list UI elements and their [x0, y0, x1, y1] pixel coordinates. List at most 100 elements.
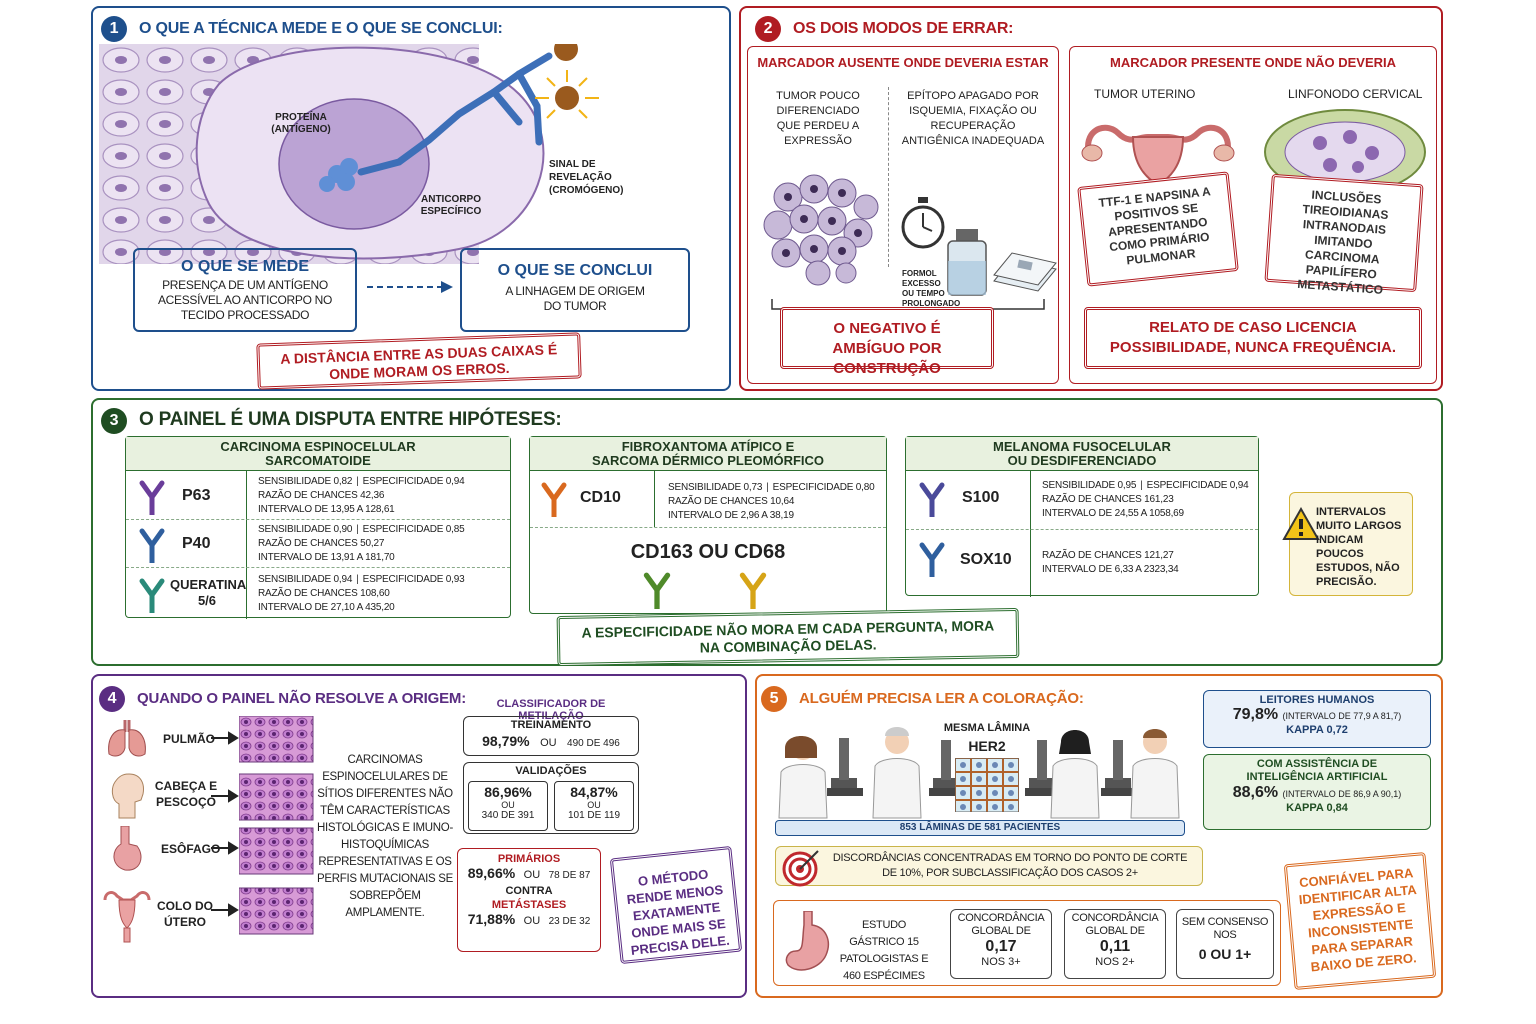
interval: INTERVALO DE 13,95 A 128,61: [258, 504, 395, 515]
stat-line: SENSIBILIDADE 0,94|ESPECIFICIDADE 0,93: [258, 573, 508, 587]
absent-cause-b: EPÍTOPO APAGADO POR ISQUEMIA, FIXAÇÃO OU…: [901, 90, 1045, 147]
discordance-text: DISCORDÂNCIAS CONCENTRADAS EM TORNO DO P…: [832, 852, 1188, 879]
marker-name: p40: [182, 535, 211, 552]
card-melanoma: MELANOMA FUSOCELULAR OU DESDIFERENCIADO …: [905, 436, 1260, 597]
row-divider: [530, 527, 886, 528]
warning-text: INTERVALOS MUITO LARGOS INDICAM POUCOS E…: [1316, 506, 1402, 588]
marker-cd163-cd68: CD163 OU CD68: [630, 541, 786, 563]
met-n: 23 DE 32: [548, 916, 591, 927]
sens: SENSIBILIDADE 0,82: [258, 476, 353, 487]
sens: SENSIBILIDADE 0,90: [258, 524, 353, 535]
spec: ESPECIFICIDADE 0,85: [362, 524, 465, 535]
sens: SENSIBILIDADE 0,94: [258, 574, 353, 585]
slides-icon: [993, 252, 1057, 292]
uterus-icon: [1081, 124, 1235, 187]
interval: INTERVALO DE 27,10 A 435,20: [258, 602, 395, 613]
box-conclude-title: O QUE SE CONCLUI: [497, 262, 653, 279]
subpanel-present: MARCADOR PRESENTE ONDE NÃO DEVERIA TUMOR…: [1069, 46, 1437, 384]
box-concordance-3plus: CONCORDÂNCIA GLOBAL DE 0,17 NOS 3+: [950, 909, 1052, 979]
val2-n: 101 DE 119: [567, 810, 621, 821]
val2: 84,87%: [570, 784, 618, 800]
ai-line: 88,6% (INTERVALO DE 86,9 A 90,1): [1204, 784, 1430, 802]
human-line: 79,8% (INTERVALO DE 77,9 A 81,7): [1204, 706, 1430, 724]
label-cervical-node: LINFONODO CERVICAL: [1288, 87, 1423, 101]
antibody-icon: [643, 572, 671, 609]
formol-bottle-icon: [947, 229, 987, 296]
panel-4-number: 4: [99, 686, 125, 712]
marker-row: p40 SENSIBILIDADE 0,90|ESPECIFICIDADE 0,…: [126, 521, 512, 567]
divider: [888, 87, 889, 267]
contra: CONTRA: [505, 885, 553, 897]
training-title: TREINAMENTO: [510, 719, 592, 731]
human-val: 79,8%: [1232, 706, 1279, 723]
card-fibro-title: FIBROXANTOMA ATÍPICO E SARCOMA DÉRMICO P…: [530, 437, 886, 471]
panel-5-title-text: ALGUÉM PRECISA LER A COLORAÇÃO:: [799, 690, 1084, 707]
panel-5-number: 5: [761, 686, 787, 712]
microscope-icon: [1101, 740, 1137, 796]
antibody-icon: [139, 578, 165, 613]
sens: SENSIBILIDADE 0,95: [1042, 480, 1137, 491]
validation-title: VALIDAÇÕES: [515, 765, 587, 777]
marker-name: p63: [182, 487, 211, 504]
human-title: LEITORES HUMANOS: [1259, 694, 1375, 706]
ai-val: 88,6%: [1232, 784, 1279, 801]
subpanel-present-title: MARCADOR PRESENTE ONDE NÃO DEVERIA: [1109, 55, 1397, 70]
sep: |: [356, 476, 359, 487]
card-fibro-divider: [654, 471, 655, 527]
person-icon: [1050, 730, 1100, 819]
interval: INTERVALO DE 13,91 A 181,70: [258, 552, 395, 563]
formol-label: FORMOL EXCESSO OU TEMPO PROLONGADO: [902, 269, 961, 308]
cd10-stats: SENSIBILIDADE 0,73|ESPECIFICIDADE 0,80 R…: [668, 481, 888, 523]
panel-5-title: 5 ALGUÉM PRECISA LER A COLORAÇÃO:: [761, 686, 1084, 712]
conc2-sub: NOS 2+: [1095, 956, 1135, 968]
her2-label: HER2: [968, 738, 1006, 754]
absent-cause-a: TUMOR POUCO DIFERENCIADO QUE PERDEU A EX…: [776, 90, 860, 147]
panel-2-title-text: OS DOIS MODOS DE ERRAR:: [793, 20, 1014, 37]
odds: RAZÃO DE CHANCES 50,27: [258, 538, 385, 549]
ai-ci: (INTERVALO DE 86,9 A 90,1): [1282, 789, 1402, 799]
val2-ou: OU: [587, 800, 601, 810]
ai-title: COM ASSISTÊNCIA DE INTELIGÊNCIA ARTIFICI…: [1246, 758, 1388, 783]
human-ci: (INTERVALO DE 77,9 A 81,7): [1282, 711, 1402, 721]
label-protein: PROTEÍNA (ANTÍGENO): [271, 112, 331, 135]
conc2-title: CONCORDÂNCIA GLOBAL DE: [1071, 912, 1159, 937]
odds: RAZÃO DE CHANCES 108,60: [258, 588, 390, 599]
row-divider: [126, 519, 510, 520]
stamp-negative-ambiguous: O NEGATIVO É AMBÍGUO POR CONSTRUÇÃO: [780, 307, 994, 377]
box-training: TREINAMENTO 98,79% OU 490 DE 496: [463, 716, 639, 756]
prim-line: 89,66% OU 78 DE 87: [458, 865, 600, 883]
stamp-case-report: RELATO DE CASO LICENCIA POSSIBILIDADE, N…: [1084, 307, 1422, 369]
stamp-method: O MÉTODO RENDE MENOS EXATAMENTE ONDE MAI…: [609, 845, 743, 965]
prim-title: PRIMÁRIOS: [497, 853, 561, 865]
microscope-icon: [1025, 740, 1061, 796]
stamp-distance: A DISTÂNCIA ENTRE AS DUAS CAIXAS É ONDE …: [256, 332, 582, 390]
person-icon: [778, 736, 828, 819]
train-n: 490 DE 496: [567, 738, 620, 749]
box-gastric-study: ESTUDO GÁSTRICO 15 PATOLOGISTAS E 460 ES…: [773, 900, 1281, 986]
card-melanoma-divider: [1030, 471, 1031, 597]
odds: RAZÃO DE CHANCES 42,36: [258, 490, 385, 501]
card-squamous-title: CARCINOMA ESPINOCELULAR SARCOMATOIDE: [126, 437, 510, 471]
sparkle-icon: [535, 70, 599, 119]
spec: ESPECIFICIDADE 0,94: [1146, 480, 1249, 491]
organ-head-neck: CABEÇA E PESCOÇO: [154, 779, 218, 809]
marker-stats: SENSIBILIDADE 0,82|ESPECIFICIDADE 0,94 R…: [258, 475, 508, 517]
stomach-icon: [785, 911, 830, 971]
stamp-specificity: A ESPECIFICIDADE NÃO MORA EM CADA PERGUN…: [556, 607, 1020, 667]
validation-2: 84,87% OU 101 DE 119: [554, 781, 634, 831]
conc3-title: SEM CONSENSO NOS: [1181, 916, 1269, 941]
signal-icon: [554, 44, 578, 61]
spec: ESPECIFICIDADE 0,80: [772, 482, 875, 493]
ai-kappa: KAPPA 0,84: [1286, 802, 1348, 814]
histology-thumbnails: [239, 716, 314, 935]
panel-4-title-text: QUANDO O PAINEL NÃO RESOLVE A ORIGEM:: [137, 690, 467, 707]
met-title: METÁSTASES: [491, 899, 567, 911]
sox10-stats: RAZÃO DE CHANCES 121,27 INTERVALO DE 6,3…: [1042, 549, 1260, 577]
odds: RAZÃO DE CHANCES 161,23: [1042, 494, 1174, 505]
organ-cervix: COLO DO ÚTERO: [157, 899, 213, 929]
stopwatch-icon: [901, 197, 945, 249]
antibody-icon: [919, 482, 945, 517]
gastric-text: ESTUDO GÁSTRICO 15 PATOLOGISTAS E 460 ES…: [839, 919, 929, 982]
conc1-value: 0,17: [985, 938, 1017, 955]
